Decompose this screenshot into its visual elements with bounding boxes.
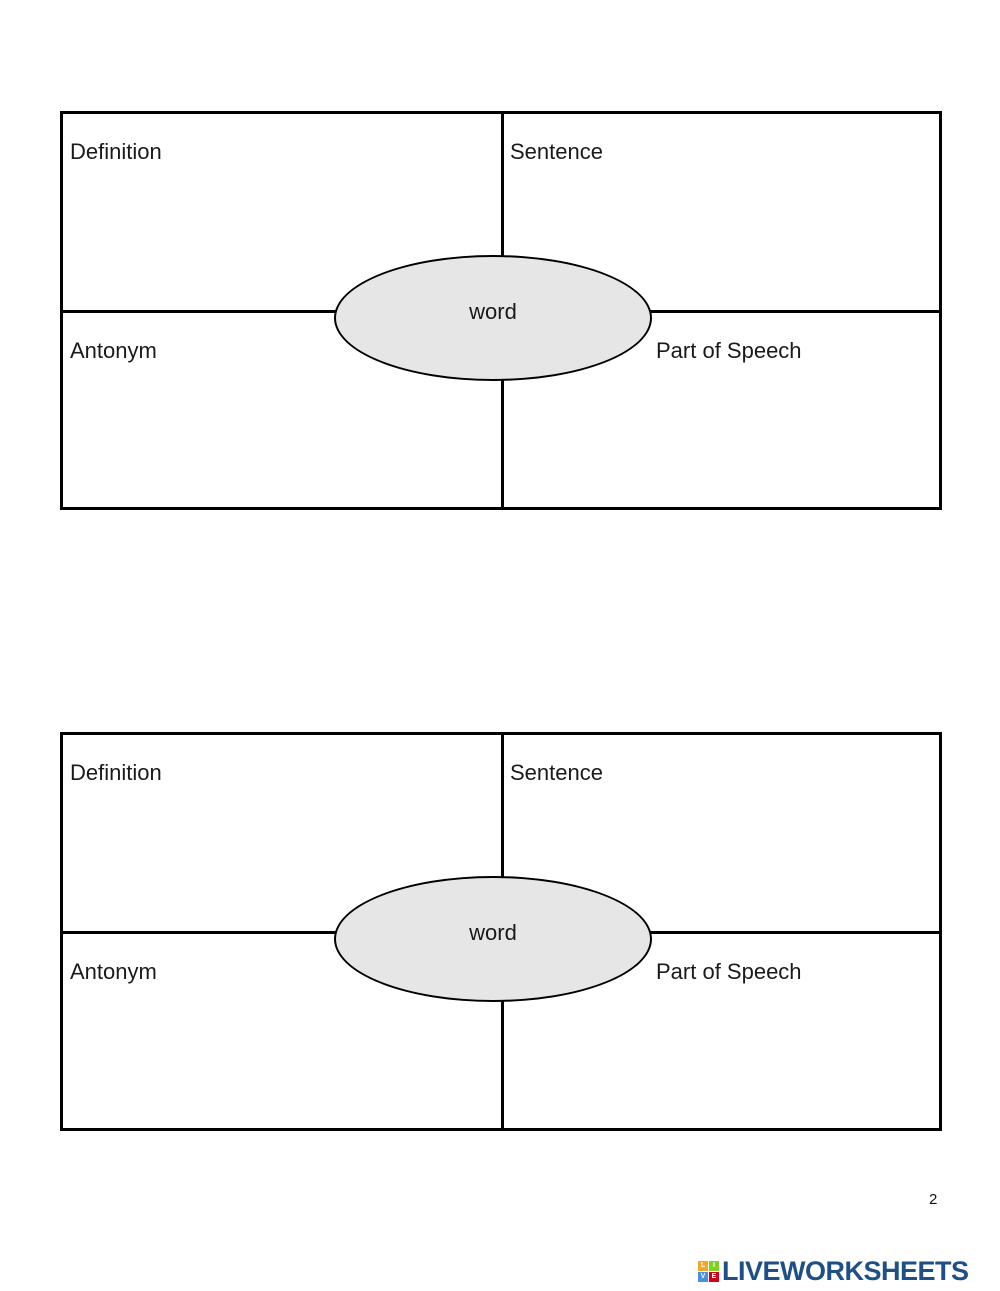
logo-tile-i: I [709,1260,719,1271]
logo-tile-l: L [698,1260,708,1271]
frayer-organizer-2: Definition Sentence Antonym Part of Spee… [60,732,942,1131]
liveworksheets-logo-icon: L I V E [698,1260,719,1282]
part-of-speech-label: Part of Speech [656,959,802,984]
logo-tile-v: V [698,1271,708,1282]
center-word-label: word [469,920,517,945]
center-word-oval: word [334,255,652,381]
antonym-label: Antonym [70,959,157,984]
center-word-oval: word [334,876,652,1002]
sentence-label: Sentence [510,760,603,785]
frayer-organizer-1: Definition Sentence Antonym Part of Spee… [60,111,942,510]
part-of-speech-label: Part of Speech [656,338,802,363]
liveworksheets-wordmark: LIVEWORKSHEETS [722,1255,969,1286]
center-word-label: word [469,299,517,324]
liveworksheets-logo[interactable]: L I V E LIVEWORKSHEETS [698,1256,969,1286]
page-number: 2 [929,1191,938,1208]
sentence-label: Sentence [510,139,603,164]
logo-tile-e: E [709,1271,719,1282]
definition-label: Definition [70,139,162,164]
antonym-label: Antonym [70,338,157,363]
definition-label: Definition [70,760,162,785]
